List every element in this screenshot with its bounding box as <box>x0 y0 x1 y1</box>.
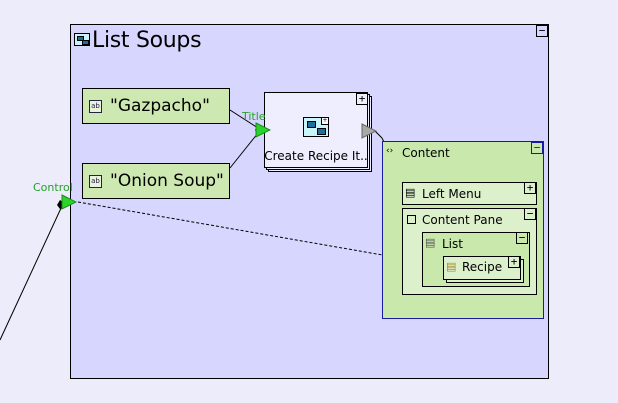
string-node-onion-soup[interactable]: ab "Onion Soup" <box>82 163 230 199</box>
input-port-title[interactable] <box>255 122 271 138</box>
list-icon: ▤ <box>446 260 457 273</box>
string-node-label: "Onion Soup" <box>110 171 224 191</box>
create-recipe-component[interactable] <box>264 92 368 168</box>
content-label: Content <box>402 146 450 160</box>
connector-onion-title <box>229 132 259 169</box>
connector-control-in <box>0 205 63 341</box>
string-icon: ab <box>89 174 102 188</box>
output-port[interactable] <box>361 123 377 139</box>
list-icon: ▤ <box>405 186 416 199</box>
expand-button[interactable]: + <box>508 256 520 268</box>
content-pane-label: Content Pane <box>422 213 503 227</box>
expand-button[interactable]: + <box>356 93 368 105</box>
create-recipe-label: Create Recipe It.. <box>264 149 368 163</box>
string-node-gazpacho[interactable]: ab "Gazpacho" <box>82 88 230 124</box>
list-label: List <box>442 237 463 251</box>
component-title: List Soups <box>92 28 202 53</box>
string-node-label: "Gazpacho" <box>110 96 210 116</box>
connector-gazpacho-title <box>229 109 259 129</box>
component-screen-icon <box>74 33 90 46</box>
angle-brackets-icon: ‹› <box>386 146 394 156</box>
connector-control-recipe <box>77 201 441 266</box>
square-icon <box>407 215 416 224</box>
list-icon: ▤ <box>425 236 436 249</box>
collapse-button[interactable]: − <box>536 25 548 37</box>
left-menu-node[interactable] <box>402 182 537 205</box>
string-icon: ab <box>89 99 102 113</box>
port-label-control: Control <box>33 181 73 194</box>
left-menu-label: Left Menu <box>422 187 482 201</box>
flow-diagram-icon: + <box>303 117 329 137</box>
control-port[interactable] <box>61 194 77 210</box>
expand-button[interactable]: + <box>524 182 536 194</box>
port-label-title: Title <box>242 110 266 123</box>
collapse-button[interactable]: − <box>531 142 543 154</box>
collapse-button[interactable]: − <box>516 232 528 244</box>
collapse-button[interactable]: − <box>524 208 536 220</box>
recipe-label: Recipe <box>462 260 503 274</box>
